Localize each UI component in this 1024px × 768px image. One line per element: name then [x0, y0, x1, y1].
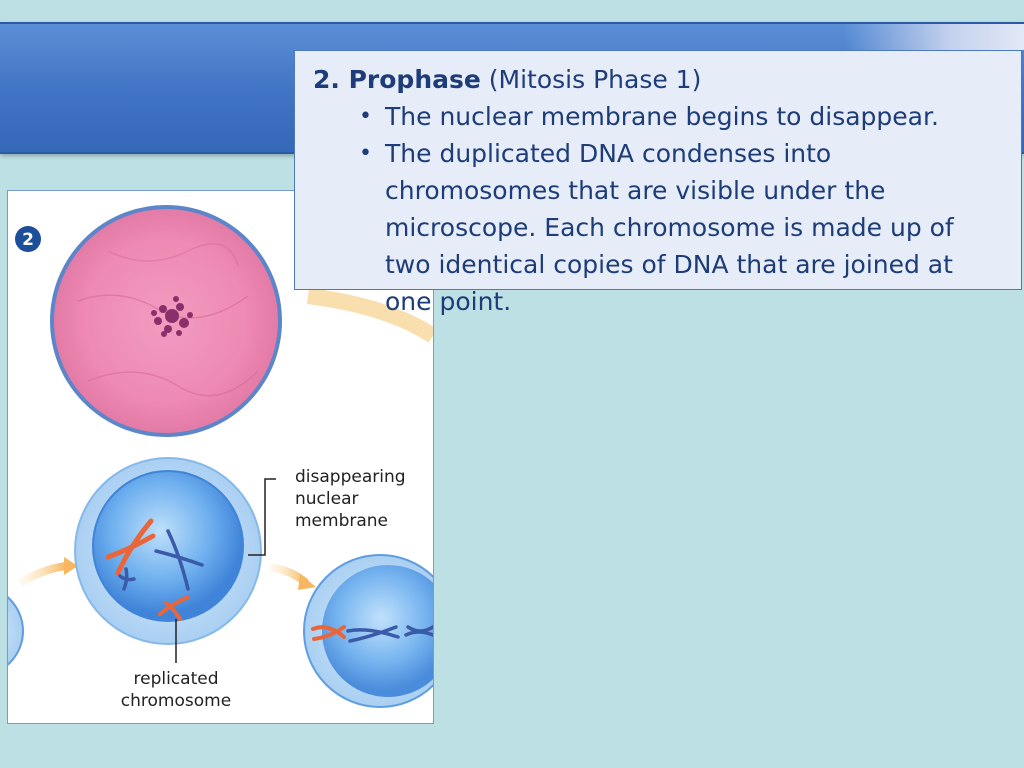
flow-arrow-out-head [298, 574, 316, 590]
flow-arc [307, 288, 433, 343]
phase-bullet-list: • The nuclear membrane begins to disappe… [313, 98, 1003, 320]
bullet-icon: • [359, 141, 372, 166]
chromosome-label-line-1: replicated [134, 669, 219, 689]
membrane-label-line-1: disappearing [295, 467, 406, 487]
micrograph-cell [50, 205, 282, 437]
prophase-diagram-cell [74, 457, 262, 645]
bullet-item: • The nuclear membrane begins to disappe… [359, 98, 1003, 135]
title-bar-sheen [844, 24, 1024, 50]
chromosome-blue-2 [118, 567, 136, 591]
membrane-label-line-3: membrane [295, 511, 388, 531]
membrane-label-line-2: nuclear [295, 489, 358, 509]
bullet-text-2: The duplicated DNA condenses into chromo… [385, 139, 954, 316]
prophase-illustration: 2 [8, 205, 433, 711]
bullet-item: • The duplicated DNA condenses into chro… [359, 135, 1003, 320]
prophase-description-box: 2. Prophase (Mitosis Phase 1) • The nucl… [294, 50, 1022, 316]
membrane-leader-line [248, 478, 276, 556]
bullet-text-1: The nuclear membrane begins to disappear… [385, 102, 939, 131]
previous-cell [8, 596, 24, 666]
chromosome-blue-1 [154, 529, 204, 591]
step-badge: 2 [15, 226, 41, 252]
chromosome-orange-1 [105, 518, 156, 576]
phase-heading-subtitle: (Mitosis Phase 1) [488, 65, 702, 94]
flow-arrow-in [17, 562, 67, 587]
next-cell [303, 554, 433, 708]
flow-arrow-in-head [64, 557, 78, 575]
step-number: 2 [22, 230, 34, 250]
phase-heading: 2. Prophase (Mitosis Phase 1) [313, 61, 1003, 98]
chromosome-label-line-2: chromosome [121, 691, 231, 711]
phase-heading-bold: 2. Prophase [313, 65, 481, 94]
condensed-dna [151, 296, 193, 337]
replicated-chromosome-marker [158, 595, 190, 621]
bullet-icon: • [359, 104, 372, 129]
